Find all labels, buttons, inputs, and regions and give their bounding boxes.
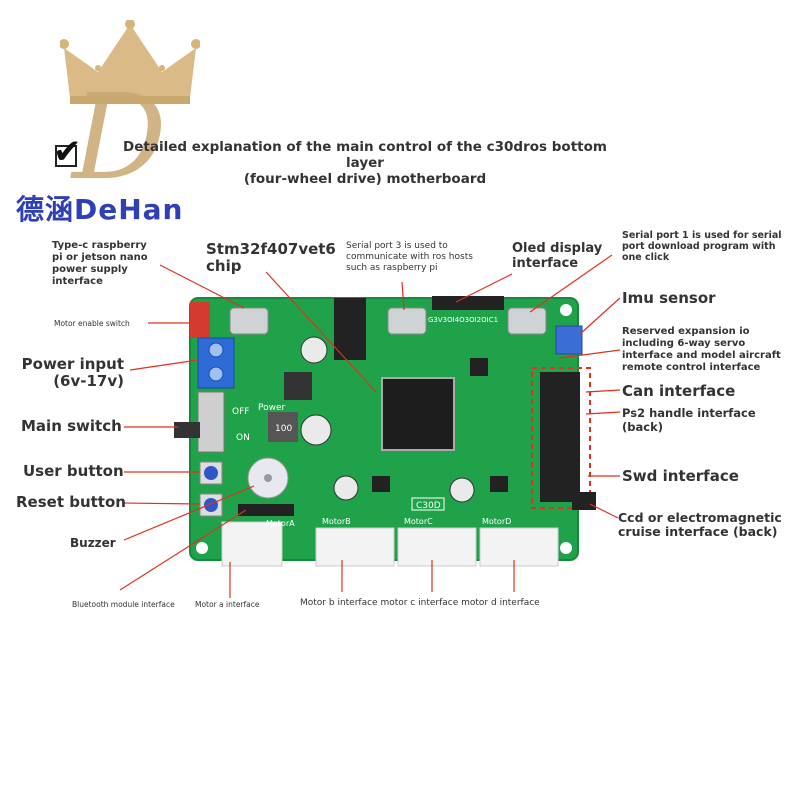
- label-motor-enable: Motor enable switch: [54, 319, 130, 328]
- label-ccd: Ccd or electromagnetic cruise interface …: [618, 510, 782, 539]
- label-motor-a: Motor a interface: [195, 600, 260, 609]
- main-switch: [197, 391, 225, 453]
- label-imu: Imu sensor: [622, 289, 716, 307]
- mount-hole: [560, 542, 572, 554]
- typec-port-3: [507, 307, 547, 335]
- label-reserved: Reserved expansion io including 6-way se…: [622, 326, 781, 373]
- ccd-header: [572, 492, 596, 510]
- imu-part: [555, 325, 583, 355]
- off-silk: OFF: [232, 407, 249, 417]
- label-serial1: Serial port 1 is used for serial port do…: [622, 230, 782, 263]
- logo-letter: D: [72, 68, 167, 206]
- motor-b-connector: [315, 527, 395, 567]
- oled-silk: G3V3OI4O3OI2OIC1: [428, 316, 498, 324]
- serial3-header: [334, 298, 366, 360]
- title-line-2: (four-wheel drive) motherboard: [243, 171, 487, 187]
- bluetooth-header: [238, 504, 294, 516]
- label-main-switch: Main switch: [21, 417, 122, 435]
- label-motor-bcd: Motor b interface motor c interface moto…: [300, 598, 540, 608]
- inductor: [284, 372, 312, 400]
- motor-c-connector: [397, 527, 477, 567]
- capacitor: [449, 477, 475, 503]
- title-line-1: Detailed explanation of the main control…: [123, 139, 607, 171]
- svg-text:MotorD: MotorD: [482, 517, 511, 526]
- mount-hole: [560, 304, 572, 316]
- label-reset-button: Reset button: [16, 493, 126, 511]
- motor-a-connector: [221, 521, 283, 567]
- leader-lines: [119, 254, 621, 598]
- label-serial3: Serial port 3 is used to communicate wit…: [346, 241, 473, 273]
- svg-text:MotorB: MotorB: [322, 517, 351, 526]
- check-mark-icon: ✔: [53, 132, 82, 172]
- svg-text:MotorC: MotorC: [404, 517, 433, 526]
- page-title: Detailed explanation of the main control…: [115, 139, 615, 187]
- capacitor: [300, 414, 332, 446]
- mcu-chip: [381, 377, 455, 451]
- label-buzzer: Buzzer: [70, 536, 116, 550]
- motor-enable-switch: [190, 302, 210, 338]
- oled-header: [432, 296, 504, 310]
- power-silk: Power: [258, 403, 286, 413]
- label-power-input: Power input (6v-17v): [21, 355, 124, 390]
- on-silk: ON: [236, 433, 250, 443]
- label-stm32: Stm32f407vet6 chip: [206, 240, 336, 275]
- label-ps2: Ps2 handle interface (back): [622, 406, 756, 434]
- crown-icon: [60, 20, 200, 104]
- label-user-button: User button: [23, 462, 124, 480]
- board-model-silk: C30D: [416, 501, 441, 511]
- inductor: [268, 412, 298, 442]
- label-oled: Oled display interface: [512, 241, 603, 271]
- capacitor: [300, 336, 328, 364]
- label-can: Can interface: [622, 382, 736, 400]
- check-box-icon: [55, 145, 77, 167]
- typec-port-1: [229, 307, 269, 335]
- svg-text:MotorA: MotorA: [266, 519, 295, 528]
- svg-text:100: 100: [275, 424, 292, 434]
- typec-port-2: [387, 307, 427, 335]
- label-typec: Type-c raspberry pi or jetson nano power…: [52, 240, 148, 287]
- label-swd: Swd interface: [622, 467, 739, 485]
- mount-hole: [196, 542, 208, 554]
- brand-name: 德涵DeHan: [16, 193, 184, 226]
- motor-d-connector: [479, 527, 559, 567]
- capacitor: [333, 475, 359, 501]
- right-pin-header: [540, 372, 580, 502]
- label-bluetooth: Bluetooth module interface: [72, 600, 175, 609]
